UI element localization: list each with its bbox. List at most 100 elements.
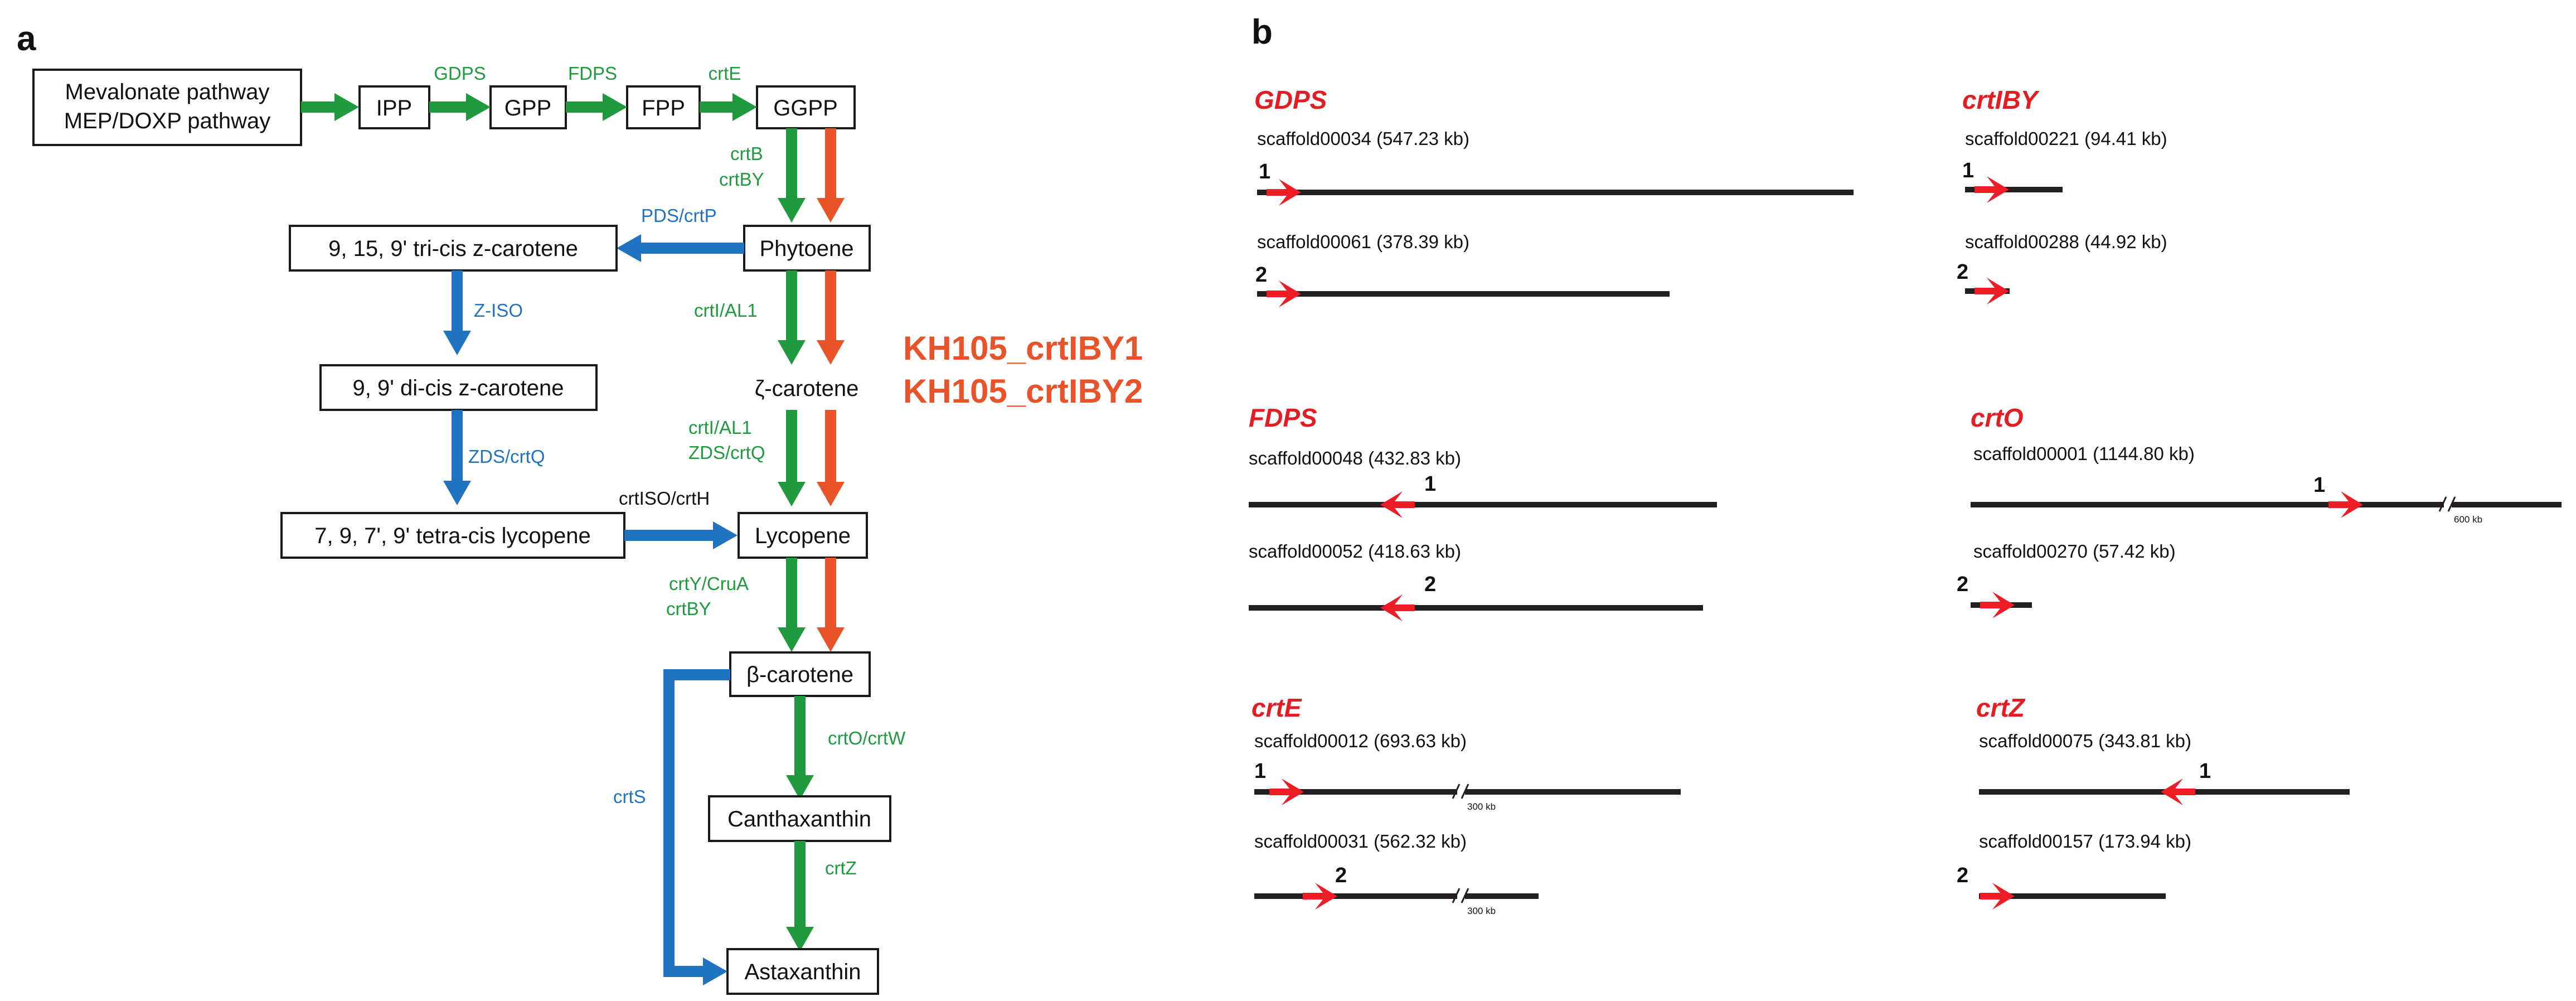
enzyme-zds-crtq: ZDS/crtQ (468, 446, 545, 467)
gene-title-crtz: crtZ (1976, 693, 2026, 722)
gene-arrow-fdps-1 (1380, 491, 1415, 518)
mevalonate-label: Mevalonate pathway (65, 80, 270, 104)
scaffold-label-gdps-2: scaffold00061 (378.39 kb) (1257, 231, 1469, 252)
enzyme-gdps: GDPS (434, 63, 486, 84)
gene-copy-number: 2 (1957, 260, 1968, 284)
panel-a-label: a (17, 20, 36, 58)
astaxanthin-box (726, 948, 879, 995)
enzyme-crts: crtS (613, 786, 646, 807)
enzyme-crti-al1-a: crtI/AL1 (694, 300, 758, 321)
tricis-label: 9, 15, 9' tri-cis z-carotene (328, 236, 578, 261)
gene-title-fdps: FDPS (1249, 403, 1317, 432)
scaffold-label-crtz-2: scaffold00157 (173.94 kb) (1979, 831, 2191, 852)
scaffold-break-mark (1452, 784, 1461, 799)
gpp-label: GPP (504, 96, 551, 120)
panel-b-label: b (1251, 13, 1273, 51)
gene-arrow-crtiby-2 (1975, 278, 2009, 304)
enzyme-crte: crtE (709, 63, 741, 84)
scaffold-break-label: 300 kb (1467, 906, 1496, 916)
scaffold-break-mark (2438, 496, 2447, 512)
enzyme-crtiso-crth: crtISO/crtH (619, 488, 710, 509)
arrow-beta-astaxanthin-crts (663, 669, 730, 985)
zeta-carotene-label: ζ-carotene (755, 376, 859, 401)
scaffold-label-fdps-1: scaffold00048 (432.83 kb) (1249, 448, 1461, 468)
gene-arrow-crto-1 (2328, 491, 2363, 518)
gene-copy-number: 1 (2313, 473, 2325, 497)
canthaxanthin-box (708, 795, 891, 842)
scaffold-break-mark (1461, 784, 1469, 799)
ggpp-label: GGPP (773, 96, 838, 120)
tetracis-label: 7, 9, 7', 9' tetra-cis lycopene (314, 524, 591, 548)
scaffold-label-crtiby-1: scaffold00221 (94.41 kb) (1965, 128, 2167, 149)
gene-copy-number: 2 (1335, 864, 1347, 887)
scaffold-label-crto-2: scaffold00270 (57.42 kb) (1973, 541, 2176, 562)
dicis-box (319, 364, 598, 411)
gene-arrow-crto-2 (1980, 592, 2015, 618)
scaffold-break-mark (1452, 888, 1461, 903)
gene-copy-number: 2 (1255, 263, 1267, 287)
gene-copy-number: 2 (1957, 573, 1968, 596)
lycopene-box (738, 512, 868, 559)
panel-b: b GDPS scaffold00034 (547.23 kb) 1 scaffold… (1249, 13, 2562, 916)
gene-copy-number: 1 (1254, 760, 1266, 783)
scaffold-break-label: 600 kb (2454, 514, 2482, 525)
gene-arrow-gdps-1 (1267, 179, 1301, 206)
scaffold-label-crte-2: scaffold00031 (562.32 kb) (1254, 831, 1467, 852)
scaffold-label-crte-1: scaffold00012 (693.63 kb) (1254, 731, 1467, 751)
enzyme-zds-crtq-b: ZDS/crtQ (688, 442, 765, 463)
tetracis-box (280, 512, 625, 559)
mutant-label-2: KH105_crtIBY2 (903, 373, 1143, 410)
enzyme-crty-crua: crtY/CruA (669, 573, 749, 594)
gene-copy-number: 2 (1424, 573, 1436, 596)
gene-title-crte: crtE (1251, 693, 1302, 722)
gene-arrow-crtz-2 (1980, 883, 2015, 910)
gene-arrow-fdps-2 (1380, 594, 1415, 621)
enzyme-z-iso: Z-ISO (474, 300, 523, 321)
gene-copy-number: 1 (2199, 760, 2211, 783)
mep-label: MEP/DOXP pathway (64, 109, 271, 133)
enzyme-crtz: crtZ (825, 858, 857, 878)
enzyme-crtby-b: crtBY (666, 598, 711, 619)
scaffold-break-mark (2447, 496, 2456, 512)
gene-arrow-gdps-2 (1267, 281, 1301, 307)
gene-arrow-crtiby-1 (1975, 176, 2009, 203)
gene-title-crto: crtO (1971, 403, 2024, 432)
astaxanthin-label: Astaxanthin (744, 960, 861, 984)
scaffold-break-mark (1461, 888, 1469, 903)
gene-copy-number: 1 (1962, 159, 1974, 182)
scaffold-label-gdps-1: scaffold00034 (547.23 kb) (1257, 128, 1469, 149)
phytoene-box (743, 225, 871, 272)
gene-copy-number: 1 (1424, 472, 1436, 496)
beta-carotene-label: β-carotene (746, 663, 853, 687)
beta-carotene-box (729, 651, 871, 697)
gene-copy-number: 2 (1957, 864, 1968, 887)
gene-copy-number: 1 (1259, 160, 1270, 183)
enzyme-crtb: crtB (730, 143, 763, 164)
gene-arrow-crte-2 (1303, 883, 1337, 910)
scaffold-break-label: 300 kb (1467, 801, 1496, 812)
scaffold-label-fdps-2: scaffold00052 (418.63 kb) (1249, 541, 1461, 562)
enzyme-crto-crtw: crtO/crtW (828, 728, 906, 748)
enzyme-crtby: crtBY (719, 169, 764, 190)
lycopene-label: Lycopene (755, 524, 851, 548)
panel-a: a Mevalonate pathway MEP/DOXP pathway IP… (17, 20, 1143, 995)
mutant-label-1: KH105_crtIBY1 (903, 330, 1143, 367)
ipp-label: IPP (376, 96, 412, 120)
enzyme-crti-al1-b: crtI/AL1 (688, 417, 752, 438)
gene-arrow-crte-1 (1269, 778, 1304, 805)
fpp-label: FPP (642, 96, 685, 120)
phytoene-label: Phytoene (759, 236, 853, 261)
gpp-box (489, 85, 567, 129)
ggpp-box (756, 85, 856, 129)
gene-title-gdps: GDPS (1254, 85, 1327, 114)
gene-arrow-crtz-1 (2161, 778, 2195, 805)
ipp-box (358, 85, 430, 129)
gene-title-crtiby: crtIBY (1962, 85, 2040, 114)
enzyme-pds-crtp: PDS/crtP (641, 205, 717, 226)
scaffold-label-crto-1: scaffold00001 (1144.80 kb) (1973, 443, 2195, 464)
dicis-label: 9, 9' di-cis z-carotene (353, 376, 564, 400)
enzyme-fdps: FDPS (568, 63, 617, 84)
canthaxanthin-label: Canthaxanthin (727, 807, 871, 831)
scaffold-label-crtiby-2: scaffold00288 (44.92 kb) (1965, 231, 2167, 252)
